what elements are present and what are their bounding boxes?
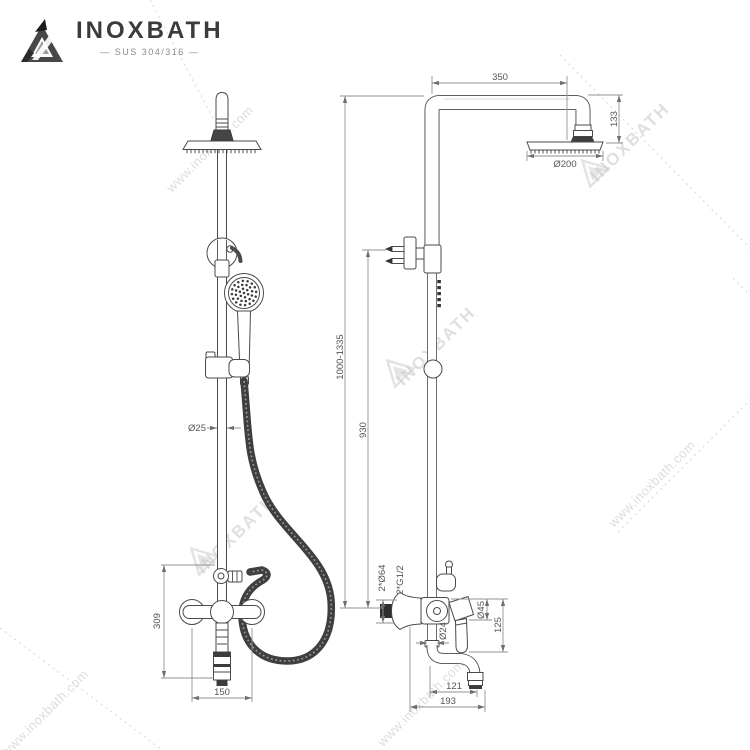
svg-text:1000-1335: 1000-1335: [335, 334, 346, 379]
side-head-nozzles: [530, 150, 600, 154]
hose-nut: [227, 570, 243, 583]
dim-pipe-diameter-25: Ø25: [188, 423, 241, 434]
watermark-dotted-line: [559, 54, 750, 249]
column-and-arm-fill: [425, 95, 590, 262]
watermark-dotted-line: [732, 277, 750, 296]
svg-text:133: 133: [609, 111, 620, 127]
brand-logo: INOXBATH — SUS 304/316 —: [20, 17, 224, 66]
dim-head-offset-133: 133: [588, 94, 623, 144]
front-head-connector: [210, 129, 234, 141]
spout-tip: [216, 680, 228, 686]
dim-head-diameter-200: Ø200: [526, 151, 604, 170]
dim-handle-escutcheon-45: Ø45: [451, 598, 508, 621]
bracket-lever: [230, 246, 243, 263]
dim-handle-spacing-150: 150: [191, 628, 253, 702]
front-dimensions: Ø25 309 150: [152, 423, 253, 702]
svg-text:193: 193: [440, 696, 456, 707]
front-rain-head: [182, 140, 262, 150]
dim-total-reach-193: 193: [409, 627, 486, 712]
hand-shower-nozzles: [230, 279, 258, 307]
dim-pipe-diameter-24: Ø24: [416, 622, 449, 646]
bracket-block: [214, 259, 230, 278]
column-and-arm-outline: [424, 95, 591, 262]
shower-hose-braid: [241, 380, 333, 662]
watermark-logo-mark: [580, 158, 611, 190]
brand-name: INOXBATH: [76, 17, 224, 44]
svg-text:125: 125: [493, 617, 504, 633]
faucet-body-bands: [216, 629, 228, 645]
faucet-body: [215, 622, 229, 653]
aerator-ring: [468, 680, 483, 686]
head-joint-nut: [573, 130, 593, 137]
dim-arm-reach-350: 350: [431, 72, 568, 140]
watermark-url-text: www.inoxbath.com: [0, 666, 91, 750]
head-joint-nut: [574, 124, 592, 131]
front-head-nozzles: [186, 150, 256, 154]
svg-text:309: 309: [152, 613, 163, 629]
watermark-logo-mark: [385, 358, 416, 390]
aerator: [467, 672, 484, 681]
hose-nut-facets: [232, 571, 238, 582]
svg-text:2*G1/2: 2*G1/2: [395, 565, 406, 595]
side-wall-flange: [403, 236, 417, 270]
svg-text:Ø200: Ø200: [553, 159, 576, 170]
brand-logo-mark: [21, 19, 63, 62]
watermark-dotted-line: [0, 627, 163, 750]
svg-text:930: 930: [358, 422, 369, 438]
brand-material: — SUS 304/316 —: [100, 47, 200, 58]
height-lock-knob: [423, 359, 443, 379]
side-dimensions: 350 133 Ø200 1000: [335, 72, 623, 712]
side-bracket-block: [423, 244, 442, 274]
svg-text:350: 350: [492, 72, 508, 83]
svg-text:121: 121: [446, 681, 462, 692]
side-bracket-neck: [415, 247, 425, 260]
head-connector-cone: [570, 136, 595, 142]
dim-handle-drop-125: 125: [469, 599, 508, 653]
side-rain-head: [526, 141, 604, 151]
dim-inlet-thread-g12: 2*G1/2: [395, 565, 406, 595]
side-view: 350 133 Ø200 1000: [335, 72, 623, 712]
side-wall-escutcheon: [390, 591, 422, 631]
height-adjust-detents: [437, 280, 441, 308]
dim-faucet-height-309: 309: [152, 564, 215, 679]
side-spout-fill: [427, 645, 480, 674]
watermark-dotted-line: [617, 399, 750, 533]
front-view: Ø25 309 150: [152, 91, 336, 702]
front-cap-bands: [216, 118, 228, 128]
mounting-screw-tip: [385, 258, 392, 264]
spout-ring: [213, 652, 231, 657]
side-handle-escutcheon: [448, 595, 475, 622]
aerator-tip: [469, 685, 482, 689]
diverter-knob-center: [217, 572, 225, 580]
dim-total-height-1000-1335: 1000-1335: [335, 95, 424, 609]
slider-block: [205, 356, 233, 379]
mounting-screw: [391, 246, 405, 252]
side-lever-handle: [454, 617, 469, 654]
side-valve-knob-center: [433, 607, 441, 615]
dim-spout-reach-121: 121: [429, 666, 478, 697]
mounting-screw: [391, 258, 405, 264]
watermark-dotted-line: [149, 0, 215, 121]
logo-slash: [32, 27, 60, 60]
mounting-screw-tip: [385, 246, 392, 252]
valve-hub: [210, 600, 234, 624]
logo-base-wedge: [21, 49, 34, 62]
svg-text:2*Ø64: 2*Ø64: [377, 565, 388, 592]
watermark-url-text: www.inoxbath.com: [605, 437, 699, 531]
svg-text:Ø24: Ø24: [438, 622, 449, 640]
svg-text:150: 150: [214, 687, 230, 698]
lever-band: [455, 622, 468, 626]
svg-text:Ø25: Ø25: [188, 423, 206, 434]
svg-text:Ø45: Ø45: [476, 601, 487, 619]
front-top-cap: [215, 91, 229, 131]
spout-ring: [213, 664, 231, 667]
dim-flange-diameter-64: 2*Ø64: [376, 565, 397, 624]
side-handshower-holder: [436, 573, 456, 592]
handle-holder: [228, 359, 250, 378]
dim-column-height-930: 930: [358, 249, 386, 608]
logo-flag: [35, 19, 47, 32]
